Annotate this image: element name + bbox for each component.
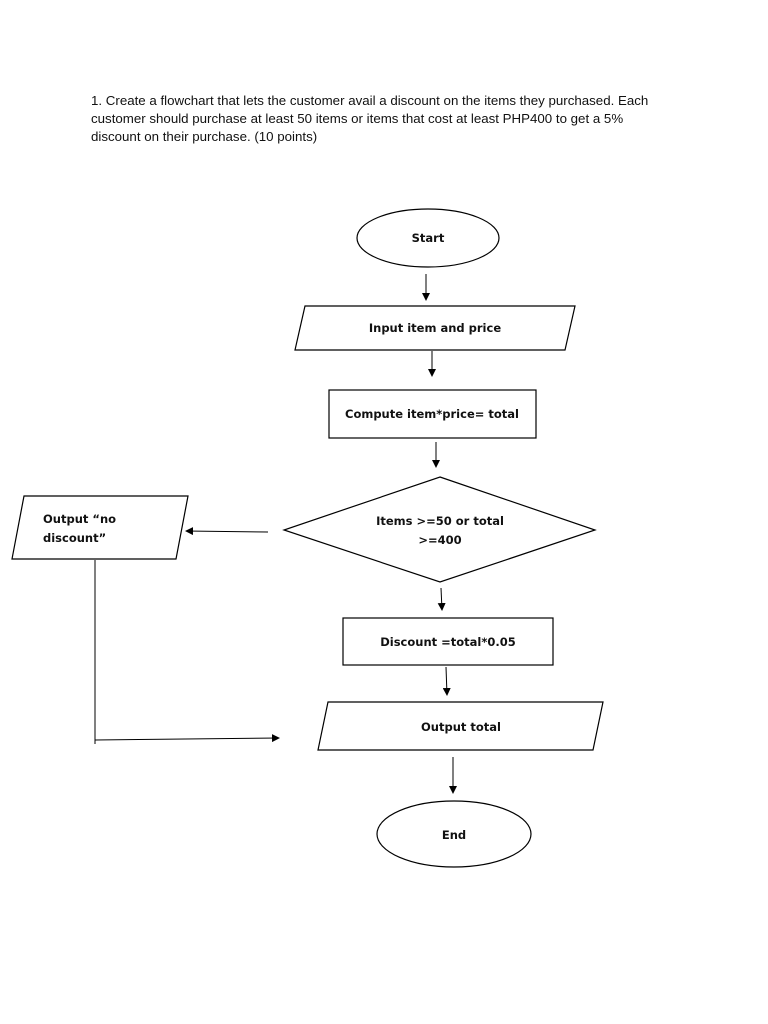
- question-line-2: customer should purchase at least 50 ite…: [91, 111, 624, 126]
- discount-label: Discount =total*0.05: [380, 635, 516, 649]
- decision-diamond: Items >=50 or total >=400: [282, 476, 597, 583]
- no-discount-output-parallelogram: Output “no discount”: [11, 495, 189, 560]
- end-terminator: End: [376, 800, 532, 868]
- input-label: Input item and price: [369, 321, 501, 335]
- decision-label-line-2: >=400: [418, 533, 461, 547]
- discount-process-box: Discount =total*0.05: [342, 617, 554, 666]
- question-text: 1. Create a flowchart that lets the cust…: [91, 92, 691, 146]
- connector-elbow-to-output: [94, 734, 280, 743]
- output-total-label: Output total: [421, 720, 501, 734]
- connector-discount-to-output: [442, 666, 451, 696]
- connector-decision-to-no-discount: [185, 527, 269, 536]
- start-terminator: Start: [356, 208, 500, 268]
- compute-label: Compute item*price= total: [345, 407, 519, 421]
- input-parallelogram: Input item and price: [294, 305, 576, 351]
- no-discount-label-line-1: Output “no: [43, 512, 116, 526]
- decision-label-line-1: Items >=50 or total: [376, 514, 504, 528]
- start-label: Start: [412, 231, 445, 245]
- no-discount-label-line-2: discount”: [43, 531, 106, 545]
- question-line-1: 1. Create a flowchart that lets the cust…: [91, 93, 649, 108]
- question-line-3: discount on their purchase. (10 points): [91, 129, 318, 144]
- end-label: End: [442, 828, 466, 842]
- compute-process-box: Compute item*price= total: [328, 389, 537, 439]
- output-total-parallelogram: Output total: [317, 701, 604, 751]
- connector-decision-to-discount: [437, 587, 446, 611]
